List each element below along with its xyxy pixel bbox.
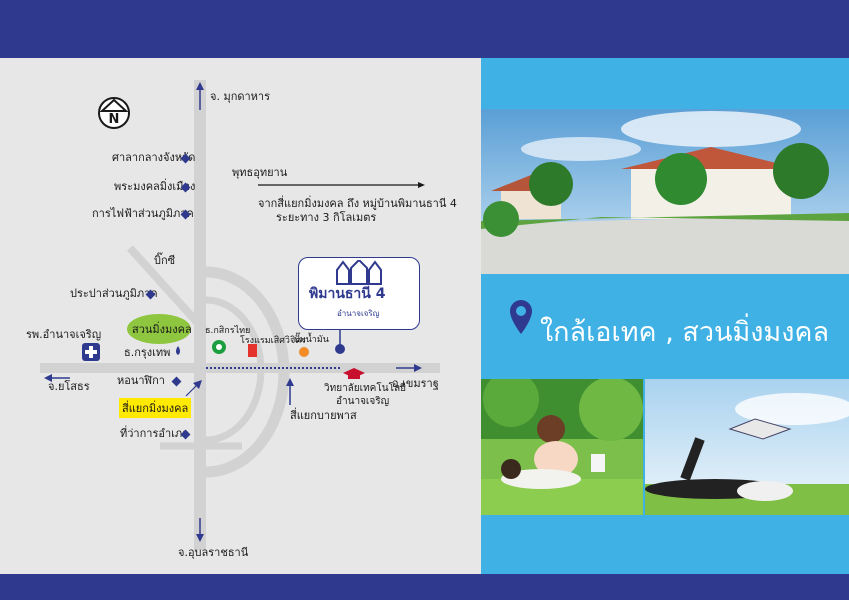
- hotel-label: โรงแรมเสิศวิจิตร: [240, 336, 306, 346]
- bangkokbank-label: ธ.กรุงเทพ: [124, 346, 171, 359]
- bottom-banner: [0, 574, 849, 600]
- gas-station-icon: [299, 347, 309, 357]
- arrow-south-icon: [196, 534, 204, 542]
- court-label: ศาลากลางจังหวัด: [112, 151, 196, 164]
- top-banner: [0, 0, 849, 58]
- arrow-west-icon: [44, 374, 52, 382]
- village-logo: พิมานธานี 4 อำนาจเจริญ: [298, 257, 420, 330]
- clock-label: หอนาฬิกา: [117, 374, 165, 387]
- bypass-label: สี่แยกบายพาส: [290, 409, 357, 422]
- north-compass-icon: N: [97, 96, 131, 134]
- location-pin-icon: [510, 300, 532, 334]
- college-label-2: อำนาจเจริญ: [336, 396, 390, 407]
- svg-text:N: N: [109, 112, 120, 127]
- bigc-label: บิ๊กซี: [154, 254, 176, 267]
- north-road-label: จ. มุกดาหาร: [210, 90, 271, 103]
- district-label: ที่ว่าการอำเภอ: [120, 427, 189, 440]
- pea-label: การไฟฟ้าส่วนภูมิภาค: [92, 207, 194, 220]
- couple-reading-photo: [481, 379, 643, 515]
- route-distance: ระยะทาง 3 กิโลเมตร: [276, 211, 377, 224]
- hotel-icon: [248, 344, 257, 357]
- west-road-label: จ.ยโสธร: [48, 380, 90, 393]
- road-map: [40, 80, 440, 550]
- tagline: ใกล้เอเทค , สวนมิ่งมงคล: [540, 317, 830, 348]
- phuttha-label: พุทธอุทยาน: [232, 166, 288, 179]
- diagonal-road: [127, 245, 207, 333]
- hospital-label: รพ.อำนาจเจริญ: [26, 328, 102, 341]
- junction-label: สี่แยกมิ่งมงคล: [119, 398, 192, 418]
- gas-label: ปั๊มน้ำมัน: [294, 335, 329, 345]
- arrow-bypass-icon: [286, 378, 294, 386]
- shrine-label: พระมงคลมิ่งเมือง: [114, 180, 196, 193]
- college-label-1: วิทยาลัยเทคโนโลยี: [324, 383, 406, 394]
- east-road-label: อ.เขมราฐ: [392, 377, 439, 390]
- logo-subtitle: อำนาจเจริญ: [337, 309, 380, 318]
- castle-logo-icon: [336, 260, 382, 285]
- park-area: [127, 314, 191, 344]
- man-reading-photo: [645, 379, 849, 515]
- park-label: สวนมิ่งมงคล: [132, 323, 192, 336]
- kbank-label: ธ.กสิกรไทย: [205, 326, 251, 336]
- route-description: จากสี่แยกมิ่งมงคล ถึง หมู่บ้านพิมานธานี …: [258, 197, 457, 210]
- village-street-photo: [481, 109, 849, 274]
- arrow-route-icon: [418, 182, 425, 188]
- arrow-east-icon: [414, 364, 422, 372]
- arrow-north-icon: [196, 82, 204, 90]
- north-south-road: [194, 80, 206, 550]
- arrow-junction-icon: [193, 380, 202, 389]
- village-marker: [335, 344, 345, 354]
- pwa-label: ประปาส่วนภูมิภาค: [70, 287, 158, 300]
- bangkokbank-icon: [176, 346, 180, 355]
- south-road-label: จ.อุบลราชธานี: [178, 546, 249, 559]
- logo-title: พิมานธานี 4: [309, 286, 386, 302]
